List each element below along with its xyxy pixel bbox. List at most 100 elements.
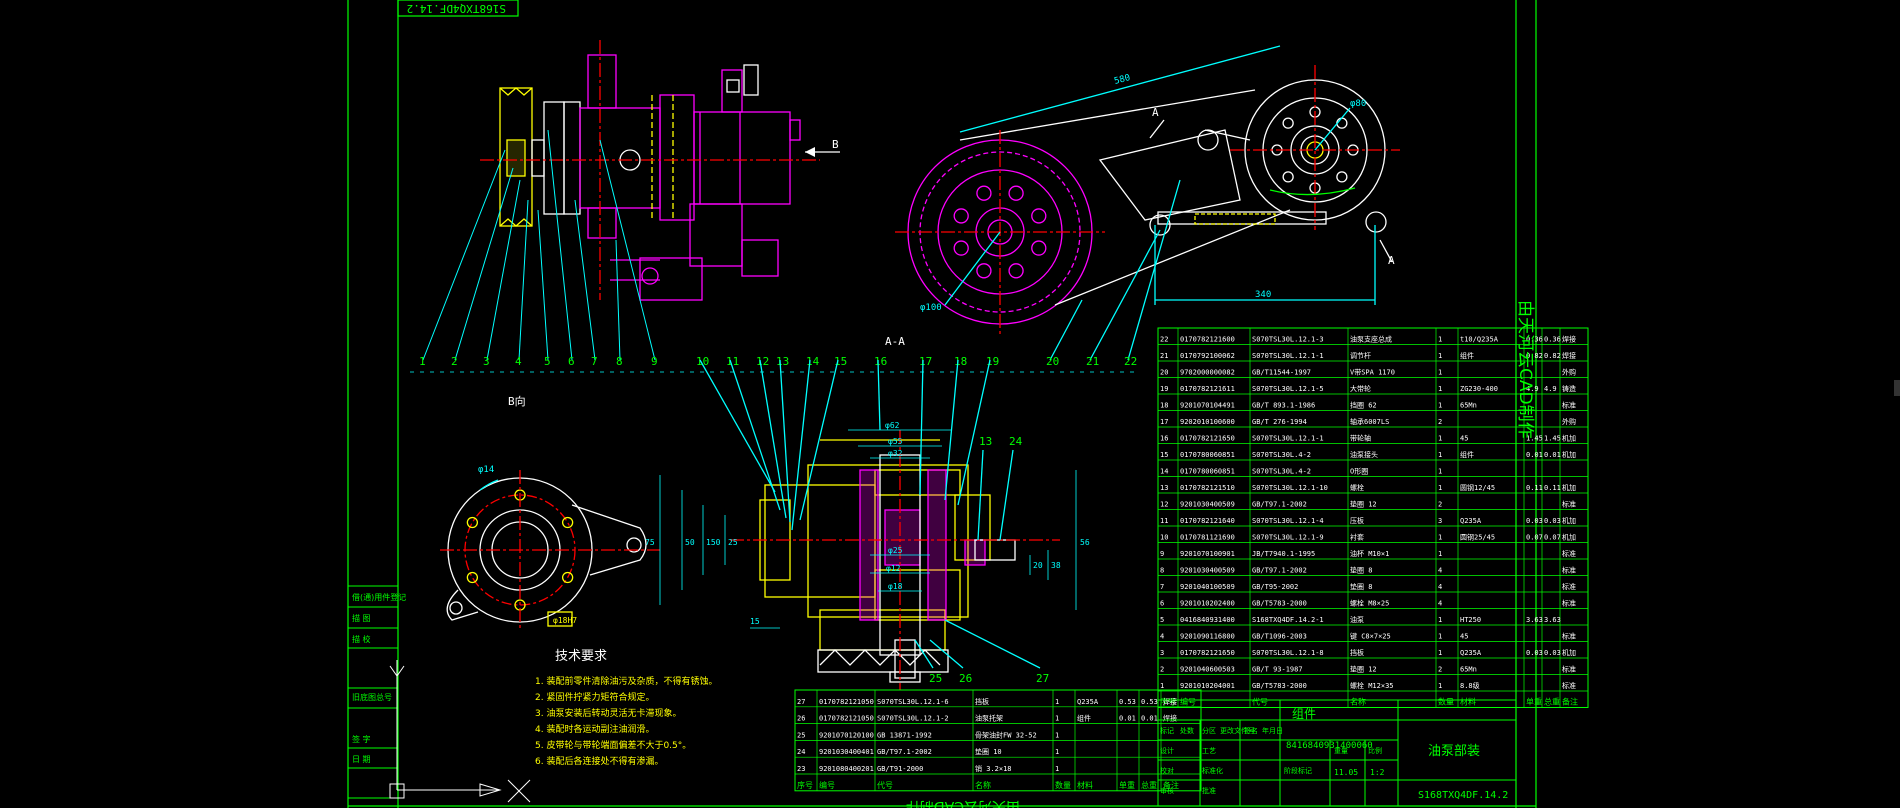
- table-cell: S070TSL30L.12.1-1: [1252, 352, 1324, 360]
- table-cell: 1: [1055, 698, 1059, 706]
- table-cell: 11: [1160, 517, 1168, 525]
- balloon-14: 14: [806, 355, 820, 368]
- title-block-label: 处数: [1180, 726, 1194, 735]
- table-cell: GB/T11544-1997: [1252, 369, 1311, 377]
- watermark-bottom: 由天河云CAD制作: [906, 798, 1020, 808]
- table-cell: 0170782121640: [1180, 517, 1235, 525]
- pulley-bolt-hole: [1031, 208, 1047, 224]
- table-cell: HT250: [1460, 616, 1481, 624]
- tech-note-line: 6. 装配后各连接处不得有渗漏。: [535, 755, 663, 767]
- table-header-cell: 备注: [1163, 780, 1179, 790]
- table-cell: 3: [1160, 649, 1164, 657]
- balloon-9: 9: [651, 355, 658, 368]
- view-b-label: B向: [508, 394, 526, 408]
- table-cell: 9201030400509: [1180, 501, 1235, 509]
- table-cell: S070TSL30L.12.1-8: [1252, 649, 1324, 657]
- table-cell: 9201070104491: [1180, 402, 1235, 410]
- table-cell: S070TSL30L.12.1-4: [1252, 517, 1324, 525]
- table-cell: 骨架油封FW 32-52: [975, 730, 1037, 739]
- table-border: [1157, 327, 1589, 708]
- table-cell: 0.82: [1526, 352, 1543, 360]
- table-cell: 垫圈 10: [975, 747, 1002, 756]
- balloon-4: 4: [515, 355, 522, 368]
- title-block-labels: 标记处数分区更改文件号签名年月日设计校对审核工艺标准化批准阶段标记重量比例: [1160, 726, 1382, 795]
- table-cell: JB/T7940.1-1995: [1252, 550, 1315, 558]
- table-cell: 销 3.2×18: [975, 764, 1012, 773]
- table-cell: S070TSL30L.12.1-6: [877, 698, 949, 706]
- title-block: [1157, 699, 1517, 807]
- table-header-cell: 代号: [877, 780, 893, 790]
- balloon-26: 26: [959, 672, 972, 685]
- table-cell: 组件: [1460, 351, 1474, 360]
- side-label: 签 字: [352, 734, 371, 744]
- flange-bolt-hole: [561, 516, 574, 529]
- table-cell: O形圈: [1350, 468, 1368, 476]
- table-cell: GB/T91-2000: [877, 765, 923, 773]
- table-cell: 4: [1438, 567, 1442, 575]
- table-cell: GB/T 893.1-1986: [1252, 402, 1315, 410]
- dim-25: 25: [728, 538, 738, 547]
- table-cell: 0.53: [1119, 698, 1136, 706]
- table-cell: 21: [1160, 352, 1168, 360]
- table-cell: 0.82: [1544, 352, 1561, 360]
- belt-drive-labels: 580 340 φ100 φ80: [920, 73, 1366, 313]
- arrow-a-upper: A: [1152, 106, 1159, 119]
- balloon-13: 13: [979, 435, 992, 448]
- balloon-16: 16: [874, 355, 887, 368]
- section-aa: [659, 359, 1077, 690]
- table-header: 序号编号代号名称数量材料单重总重备注: [797, 780, 1179, 790]
- table-cell: V带SPA 1170: [1350, 369, 1395, 377]
- table-cell: 油泵: [1350, 615, 1364, 624]
- table-cell: 1: [1438, 649, 1442, 657]
- table-cell: 挡板: [1350, 648, 1364, 657]
- table-cell: 9201040600503: [1180, 666, 1235, 674]
- table-cell: 14: [1160, 468, 1168, 476]
- table-cell: 1: [1438, 385, 1442, 393]
- balloon-8: 8: [616, 355, 623, 368]
- table-cell: 0.07: [1526, 534, 1543, 542]
- table-cell: 标准: [1562, 401, 1576, 410]
- table-header: 序号编号代号名称数量材料单重总重备注: [1160, 697, 1578, 707]
- pulley-bolt-hole: [976, 185, 992, 201]
- leaders-top-left: [422, 129, 656, 361]
- tech-note-line: 4. 装配时各运动副注油润滑。: [535, 723, 654, 735]
- table-cell: 1.45: [1526, 435, 1543, 443]
- title-block-label: 设计: [1160, 746, 1174, 755]
- table-header-cell: 数量: [1438, 697, 1454, 707]
- drawing-code: 8416840931400060: [1286, 741, 1373, 751]
- dim-phi12: φ12: [886, 564, 901, 573]
- table-cell: 1: [1438, 468, 1442, 476]
- small-pulley-hole: [1336, 171, 1348, 183]
- table-cell: S070TSL30L.12.1-2: [877, 715, 949, 723]
- table-cell: S168TXQ4DF.14.2-1: [1252, 616, 1324, 624]
- scrollbar-handle[interactable]: [1894, 380, 1900, 396]
- flange-hole-dim: φ18H7: [553, 616, 577, 625]
- table-cell: 3: [1438, 517, 1442, 525]
- table-cell: GB/T 93-1987: [1252, 666, 1303, 674]
- dim-20: 20: [1033, 561, 1043, 570]
- table-cell: 机加: [1562, 434, 1576, 443]
- balloon-13: 13: [776, 355, 789, 368]
- side-label-strip: [347, 585, 399, 799]
- table-cell: 垫圈 8: [1350, 566, 1372, 575]
- table-cell: 1: [1438, 402, 1442, 410]
- watermark-right: 由天河云CAD制作: [1515, 300, 1535, 439]
- table-cell: 0416840931400: [1180, 616, 1235, 624]
- belt-drive-view: [895, 45, 1400, 361]
- table-cell: 20: [1160, 369, 1168, 377]
- balloon-12: 12: [756, 355, 769, 368]
- table-cell: 调节杆: [1350, 351, 1371, 360]
- title-block-label: 重量: [1334, 747, 1348, 755]
